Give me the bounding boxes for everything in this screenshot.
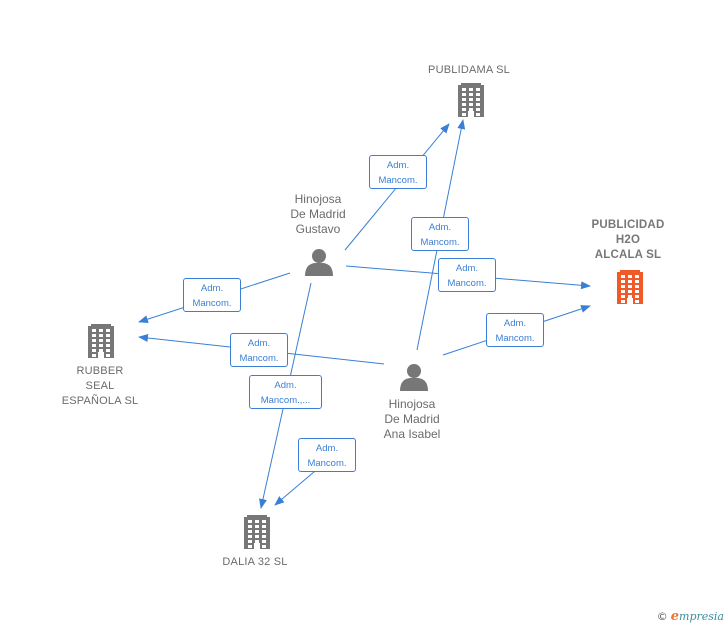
- edge-label-gustavo-publidama[interactable]: Adm. Mancom.: [369, 155, 427, 189]
- edge-label-gustavo-dalia[interactable]: Adm. Mancom.,...: [249, 375, 322, 409]
- node-label-publicidad[interactable]: PUBLICIDAD H2O ALCALA SL: [591, 219, 665, 261]
- footer-brand: ©empresia: [657, 609, 724, 624]
- person-icon-gustavo[interactable]: [305, 249, 333, 276]
- person-icon-ana[interactable]: [400, 364, 428, 391]
- edge-label-gustavo-rubber[interactable]: Adm. Mancom.: [183, 278, 241, 312]
- building-icon-dalia[interactable]: [244, 515, 270, 549]
- building-icon-rubber[interactable]: [88, 324, 114, 358]
- nodes-layer: [88, 83, 643, 549]
- node-label-rubber[interactable]: RUBBER SEAL ESPAÑOLA SL: [61, 365, 139, 407]
- node-label-gustavo[interactable]: Hinojosa De Madrid Gustavo: [290, 192, 346, 236]
- building-icon-publicidad[interactable]: [617, 270, 643, 304]
- building-icon-publidama[interactable]: [458, 83, 484, 117]
- node-label-publidama[interactable]: PUBLIDAMA SL: [428, 64, 510, 76]
- edge-label-ana-publicidad[interactable]: Adm. Mancom.: [486, 313, 544, 347]
- edge-label-ana-publidama[interactable]: Adm. Mancom.: [411, 217, 469, 251]
- copyright-symbol: ©: [656, 610, 668, 623]
- edge-label-ana-rubber[interactable]: Adm. Mancom.: [230, 333, 288, 367]
- edge-label-gustavo-publicidad[interactable]: Adm. Mancom.: [438, 258, 496, 292]
- edge-label-ana-dalia[interactable]: Adm. Mancom.: [298, 438, 356, 472]
- brand-logo-text: mpresia: [679, 610, 724, 623]
- node-label-dalia[interactable]: DALIA 32 SL: [222, 556, 288, 568]
- node-label-ana[interactable]: Hinojosa De Madrid Ana Isabel: [383, 397, 441, 441]
- brand-logo-initial: e: [670, 609, 680, 624]
